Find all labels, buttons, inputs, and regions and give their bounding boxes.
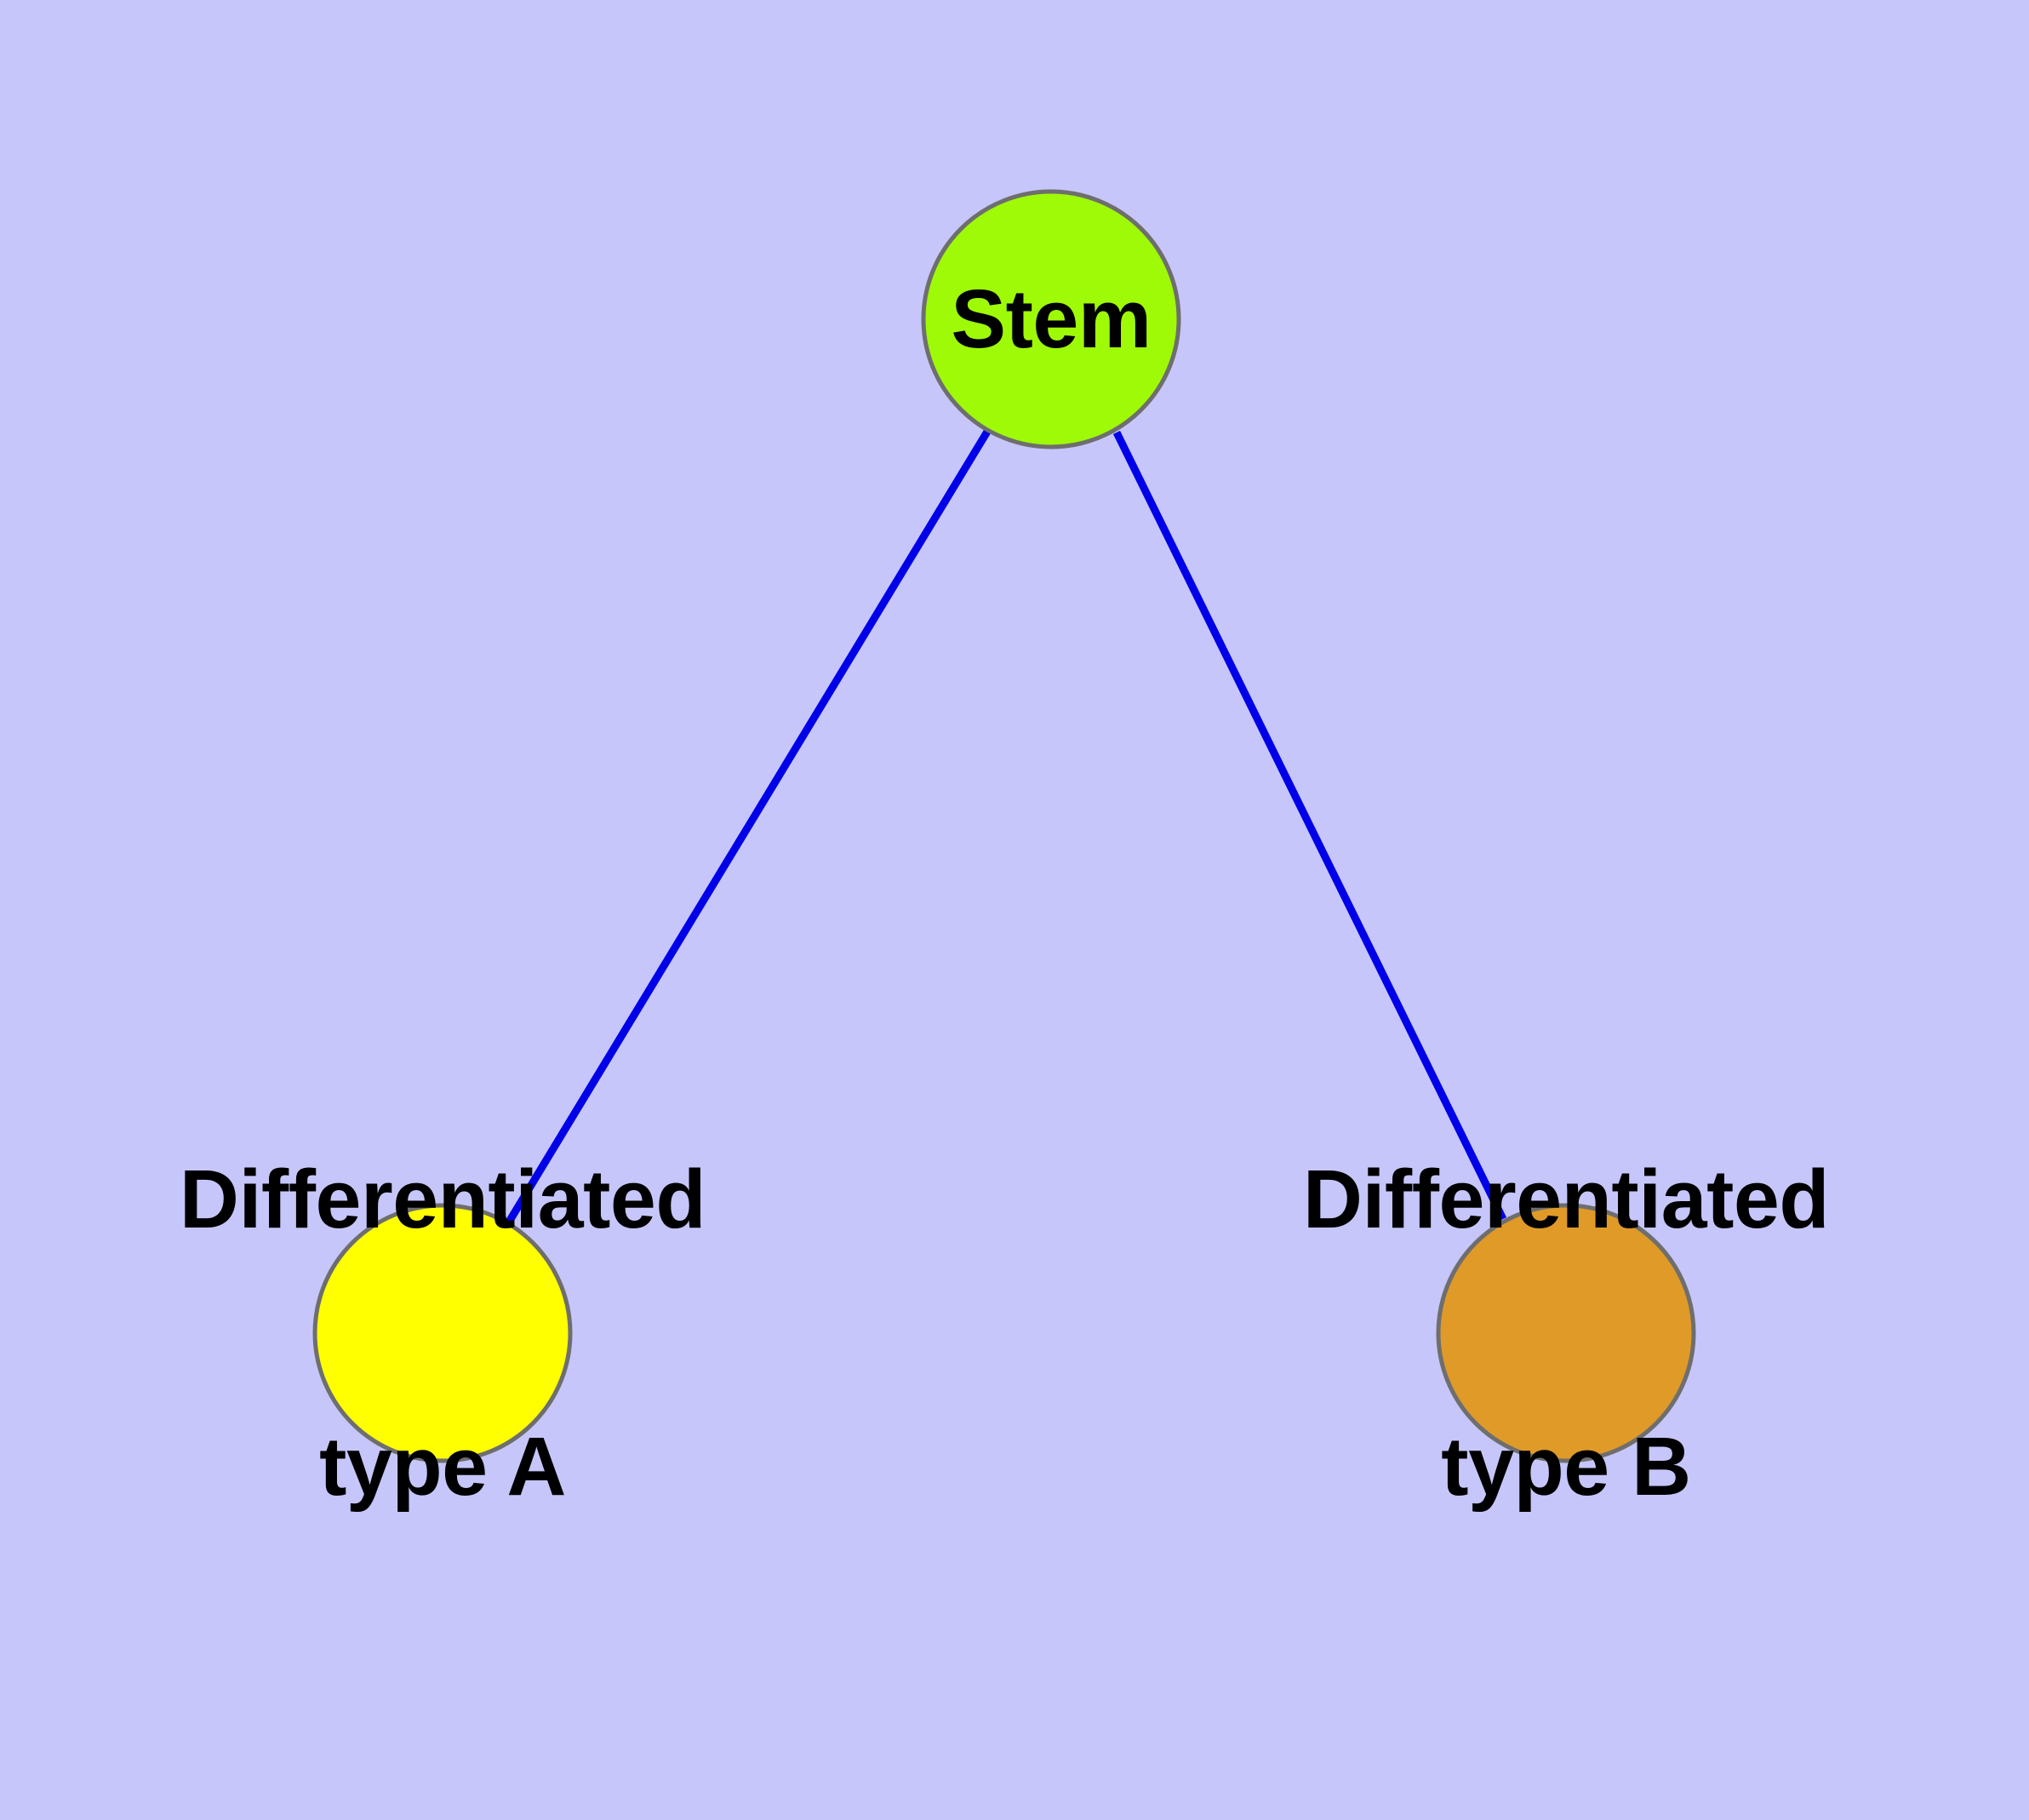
node-stem[interactable] xyxy=(921,189,1181,449)
node-label-type-a-line2: type A xyxy=(319,1419,566,1513)
node-label-type-b-line1: Differentiated xyxy=(1302,1152,1830,1245)
node-label-stem-line1: Stem xyxy=(951,272,1152,365)
node-differentiated-type-a[interactable] xyxy=(312,1203,573,1463)
node-label-differentiated-type-a: Differentiated type A xyxy=(180,976,706,1690)
node-label-type-b-line2: type B xyxy=(1441,1419,1691,1513)
node-label-differentiated-type-b: Differentiated type B xyxy=(1302,976,1830,1690)
edge-stem-to-type-a[interactable] xyxy=(505,429,991,1226)
node-label-type-a-line1: Differentiated xyxy=(179,1152,706,1245)
node-label-stem: Stem xyxy=(951,96,1152,542)
node-differentiated-type-b[interactable] xyxy=(1436,1203,1696,1463)
edge-stem-to-type-b[interactable] xyxy=(1112,431,1507,1221)
